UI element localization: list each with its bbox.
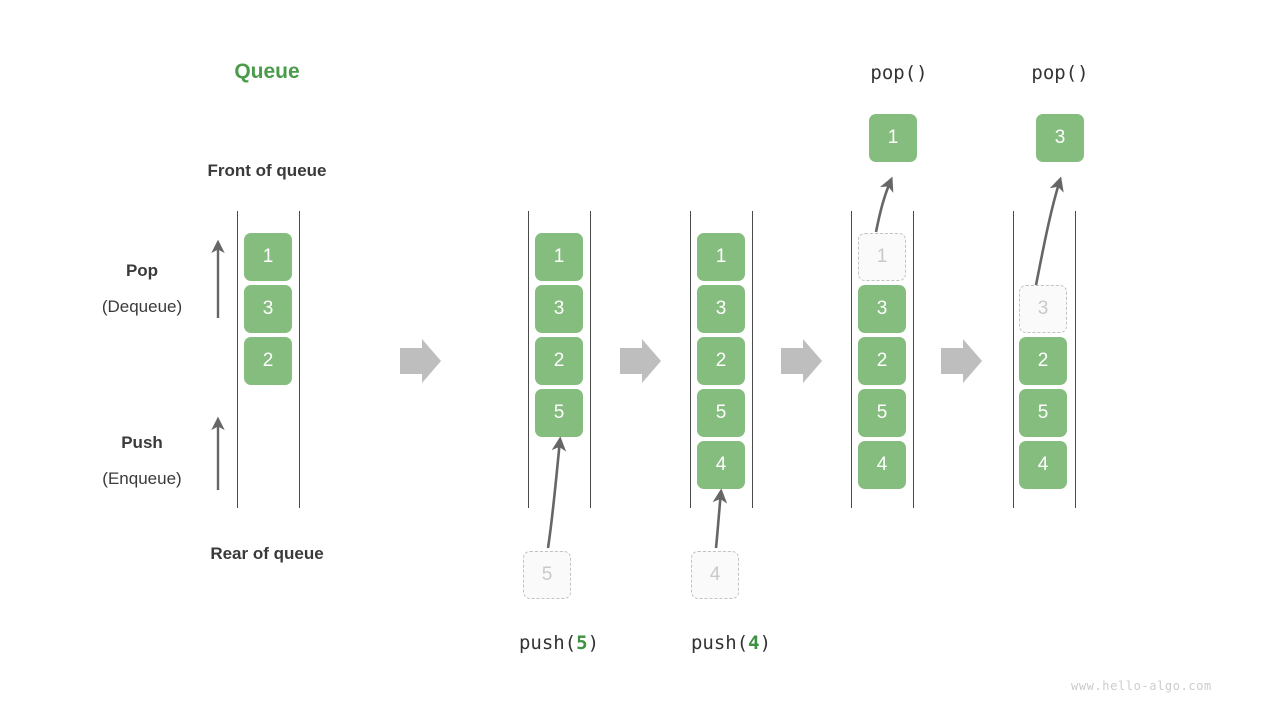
step-arrow-icon [620, 339, 661, 383]
caption-suffix: ) [587, 632, 600, 654]
step-arrow-icon [941, 339, 982, 383]
queue-rail-right [913, 211, 914, 508]
dequeue-arrow [874, 176, 894, 233]
queue-cell: 3 [697, 285, 745, 333]
queue-cell: 5 [535, 389, 583, 437]
front-of-queue-label: Front of queue [207, 161, 327, 180]
push-sublabel: (Enqueue) [102, 469, 182, 488]
queue-cell: 2 [858, 337, 906, 385]
popped-cell: 1 [869, 114, 917, 162]
step-arrow-icon [400, 339, 441, 383]
enqueue-arrow [546, 436, 567, 549]
queue-cell: 2 [535, 337, 583, 385]
queue-rail-left [528, 211, 529, 508]
queue-cell: 5 [858, 389, 906, 437]
push-operation-caption: push(4) [631, 632, 831, 654]
queue-cell: 2 [244, 337, 292, 385]
queue-cell: 1 [244, 233, 292, 281]
queue-cell: 3 [244, 285, 292, 333]
vacated-ghost-cell: 1 [858, 233, 906, 281]
queue-cell: 1 [697, 233, 745, 281]
queue-cell: 5 [1019, 389, 1067, 437]
queue-rail-left [1013, 211, 1014, 508]
vacated-ghost-cell: 3 [1019, 285, 1067, 333]
watermark: www.hello-algo.com [1071, 679, 1212, 693]
page-title: Queue [234, 60, 300, 83]
queue-cell: 4 [697, 441, 745, 489]
queue-cell: 2 [697, 337, 745, 385]
queue-rail-right [299, 211, 300, 508]
queue-cell: 4 [858, 441, 906, 489]
caption-prefix: push( [690, 632, 749, 654]
pop-operation-caption: pop() [870, 62, 928, 84]
enqueue-arrow [712, 488, 728, 549]
push-label: Push [121, 433, 163, 452]
incoming-ghost-cell: 5 [523, 551, 571, 599]
step-arrow-icon [781, 339, 822, 383]
pop-operation-caption: pop() [1031, 62, 1089, 84]
queue-cell: 5 [697, 389, 745, 437]
push-operation-caption: push(5) [459, 632, 659, 654]
incoming-ghost-cell: 4 [691, 551, 739, 599]
caption-number: 5 [576, 632, 588, 654]
queue-rail-right [1075, 211, 1076, 508]
queue-rail-left [690, 211, 691, 508]
caption-prefix: push( [518, 632, 577, 654]
queue-rail-left [851, 211, 852, 508]
queue-cell: 3 [535, 285, 583, 333]
queue-cell: 1 [535, 233, 583, 281]
popped-cell: 3 [1036, 114, 1084, 162]
rear-of-queue-label: Rear of queue [210, 544, 324, 563]
dequeue-arrow [1034, 176, 1064, 286]
pop-sublabel: (Dequeue) [101, 297, 183, 316]
queue-rail-right [590, 211, 591, 508]
queue-cell: 2 [1019, 337, 1067, 385]
pop-label: Pop [125, 261, 159, 280]
queue-cell: 4 [1019, 441, 1067, 489]
queue-rail-right [752, 211, 753, 508]
caption-number: 4 [748, 632, 760, 654]
caption-suffix: ) [759, 632, 772, 654]
queue-rail-left [237, 211, 238, 508]
queue-cell: 3 [858, 285, 906, 333]
